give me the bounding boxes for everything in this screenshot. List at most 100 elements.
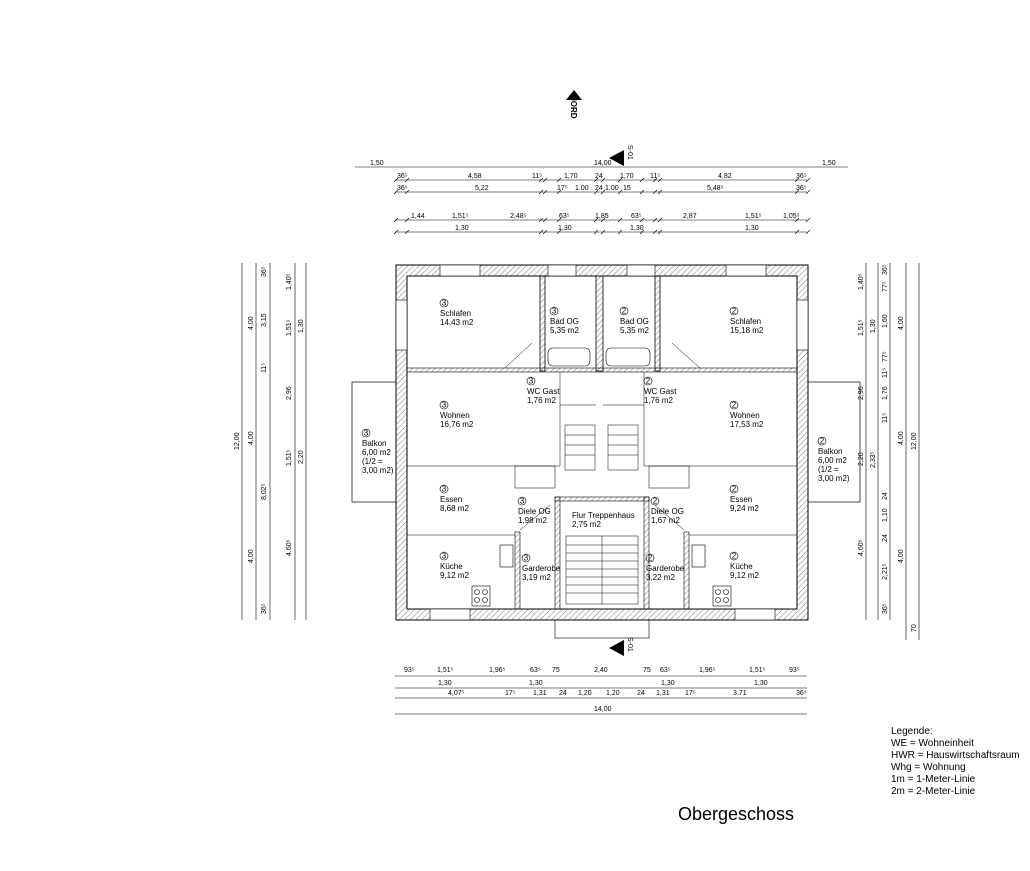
dim-label: 4,00 xyxy=(898,549,905,563)
dim-label: 1,30 xyxy=(870,319,877,333)
unit-circle-icon xyxy=(526,376,536,386)
dim-label: 4,58 xyxy=(468,173,482,180)
room-area: 1,98 m2 xyxy=(518,516,547,525)
unit-number: 3 xyxy=(552,307,557,316)
dim-label: 1.00 xyxy=(575,185,589,192)
dim-label: 1,51⁵ xyxy=(286,449,293,466)
room-area: 9,12 m2 xyxy=(440,571,469,580)
unit-circle-icon xyxy=(439,298,449,308)
unit-number: 2 xyxy=(732,307,737,316)
dim-label: 4,00 xyxy=(248,431,255,445)
unit-circle-icon xyxy=(729,551,739,561)
unit-number: 3 xyxy=(442,401,447,410)
dim-label: 4,00 xyxy=(898,316,905,330)
unit-circle-icon xyxy=(439,400,449,410)
dim-label: 1,76 xyxy=(882,386,889,400)
room-note2: 3,00 m2) xyxy=(818,474,850,483)
dim-label: 36⁵ xyxy=(261,266,268,277)
room-area: 16,76 m2 xyxy=(440,420,474,429)
dim-label: 1.00 xyxy=(605,185,619,192)
dim-label: 24 xyxy=(637,690,645,697)
unit-number: 3 xyxy=(529,377,534,386)
room-name: Schlafen xyxy=(440,309,471,318)
north-arrow-icon xyxy=(566,90,582,100)
dim-labels-right: 1,40⁵ 1,51⁵ 2,96 2,20 4,60⁵ 1,30 2,33⁵ 3… xyxy=(858,264,918,632)
unit-number: 2 xyxy=(732,552,737,561)
legend-item: WE = Wohneinheit xyxy=(891,738,974,749)
dim-label: 1,05⁵ xyxy=(783,213,800,220)
room-name: Bad OG xyxy=(620,317,649,326)
dim-label: 63⁵ xyxy=(559,213,570,220)
dim-label: 36⁵ xyxy=(882,603,889,614)
unit-circle-icon xyxy=(521,553,531,563)
unit-number: 3 xyxy=(442,485,447,494)
dim-label: 8,02⁵ xyxy=(261,483,268,500)
room-name: Diele OG xyxy=(518,507,551,516)
room-name: Essen xyxy=(440,495,462,504)
dim-label: 11⁵ xyxy=(650,173,660,180)
dim-label: 1,30 xyxy=(754,680,768,687)
unit-circle-icon xyxy=(643,376,653,386)
unit-number: 3 xyxy=(442,299,447,308)
legend-item: HWR = Hauswirtschaftsraum xyxy=(891,750,1020,761)
dim-label: 4,00 xyxy=(898,431,905,445)
room-name: Küche xyxy=(730,562,753,571)
dim-label: 93⁵ xyxy=(404,667,415,674)
legend-item: Whg = Wohnung xyxy=(891,762,966,773)
dim-label: 36⁵ xyxy=(261,603,268,614)
unit-circle-icon xyxy=(650,496,660,506)
dim-label: 1,60 xyxy=(882,314,889,328)
legend-item: 1m = 1-Meter-Linie xyxy=(891,774,976,785)
dim-label: 1,20 xyxy=(606,690,620,697)
dim-label: 1,40⁵ xyxy=(286,273,293,290)
dim-label: 1,51⁵ xyxy=(749,667,766,674)
dim-label: 1,30 xyxy=(745,225,759,232)
floor-title: Obergeschoss xyxy=(678,804,795,824)
sink-icon xyxy=(499,544,514,568)
dim-label: 1,20 xyxy=(578,690,592,697)
unit-circle-icon xyxy=(361,428,371,438)
dim-label: 17⁵ xyxy=(685,690,696,697)
room-name: Schlafen xyxy=(730,317,761,326)
north-arrow: NORD xyxy=(566,90,582,119)
dim-label: 4,60⁵ xyxy=(286,539,293,556)
room-area: 9,24 m2 xyxy=(730,504,759,513)
dim-label: 93⁵ xyxy=(789,667,800,674)
room-area: 15,18 m2 xyxy=(730,326,764,335)
staircase xyxy=(514,424,690,605)
dim-label: 5,22 xyxy=(475,185,489,192)
room-area: 1,76 m2 xyxy=(644,396,673,405)
section-arrow-icon xyxy=(609,150,624,166)
dim-label: 17⁵ xyxy=(505,690,516,697)
unit-circle-icon xyxy=(517,496,527,506)
dim-label: 1,50 xyxy=(370,160,384,167)
room-name: Wohnen xyxy=(730,411,760,420)
stove-icon xyxy=(471,585,491,607)
dim-label: 2,33⁵ xyxy=(870,451,877,468)
dim-label: 2,20 xyxy=(298,450,305,464)
room-area: 8,68 m2 xyxy=(440,504,469,513)
dim-label: 1,51⁵ xyxy=(858,319,865,336)
dim-labels-bottom: 93⁵ 1,51⁵ 1,96⁵ 63⁵ 75 2,40 75 63⁵ 1,96⁵… xyxy=(404,667,807,713)
dim-label: 1,30 xyxy=(630,225,644,232)
dim-label: 14,00 xyxy=(594,706,612,713)
balcony-left xyxy=(351,381,397,503)
room-name: Wohnen xyxy=(440,411,470,420)
dim-label: 1,30 xyxy=(529,680,543,687)
unit-circle-icon xyxy=(729,400,739,410)
sink-icon xyxy=(691,544,706,568)
dim-label: 15 xyxy=(623,185,631,192)
bathtub-icon xyxy=(547,347,591,367)
dim-label: 1,50 xyxy=(822,160,836,167)
unit-number: 3 xyxy=(524,554,529,563)
dim-label: 1,30 xyxy=(661,680,675,687)
dim-label: 1,70 xyxy=(620,173,634,180)
room-note1: (1/2 = xyxy=(362,457,383,466)
dim-label: 1,10 xyxy=(882,508,889,522)
dim-label: 1,30 xyxy=(455,225,469,232)
